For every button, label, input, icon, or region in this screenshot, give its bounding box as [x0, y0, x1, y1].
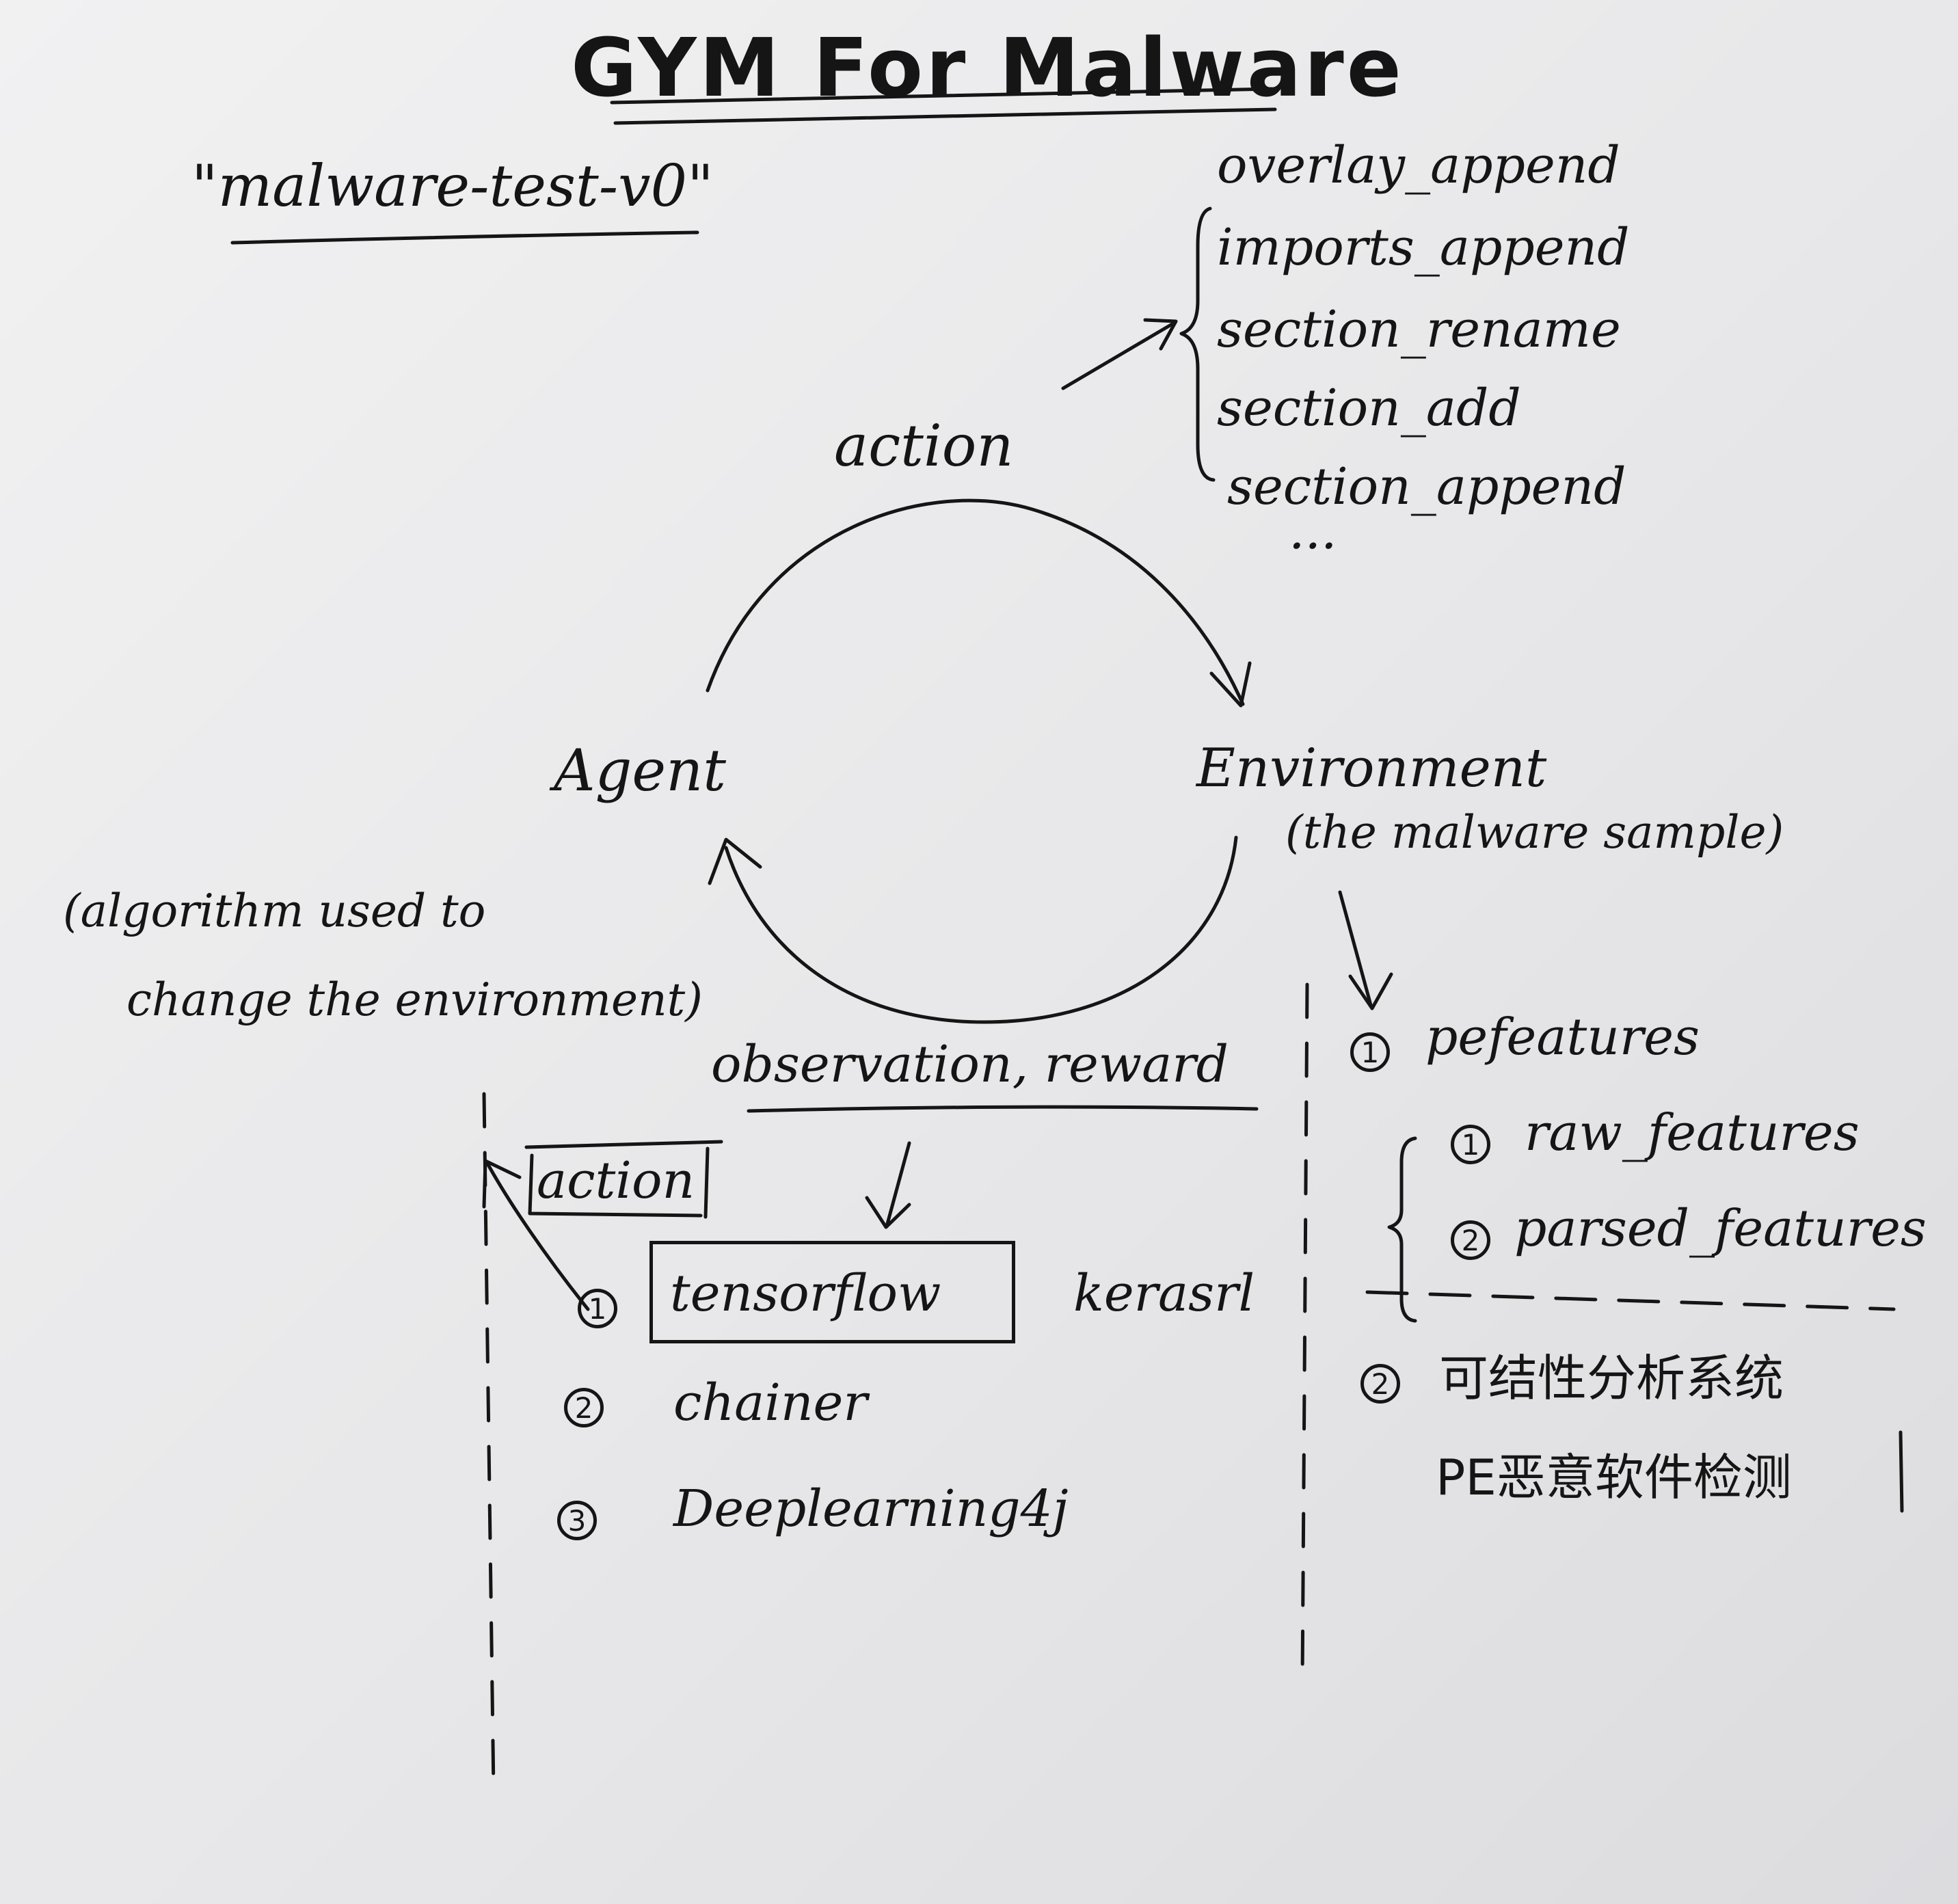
chinese-bracket — [1899, 1430, 1904, 1513]
title-underline-1 — [610, 87, 1274, 105]
arrow-to-frameworks-head — [865, 1196, 911, 1229]
actions-ellipsis: ... — [1289, 502, 1337, 561]
framework-name: chainer — [673, 1373, 868, 1432]
action-label-bracket — [524, 1140, 723, 1219]
environment-note: (the malware sample) — [1285, 806, 1784, 859]
framework-name: tensorflow — [670, 1264, 941, 1323]
feature-number: 2 — [1360, 1364, 1400, 1404]
arrow-to-actions-head — [1143, 318, 1178, 351]
action-item: section_append — [1227, 457, 1626, 516]
action-item: section_rename — [1217, 300, 1621, 359]
middle-dashed-axis — [1300, 982, 1309, 1684]
agent-note-line-1: (algorithm used to — [63, 885, 486, 937]
action-label: action — [834, 412, 1014, 479]
framework-name: Deeplearning4j — [673, 1479, 1069, 1538]
arrow-back-action — [485, 1160, 590, 1311]
actions-brace — [1179, 206, 1216, 482]
action-item: overlay_append — [1217, 136, 1620, 195]
arrow-to-actions — [1061, 321, 1177, 390]
left-dashed-axis — [482, 1092, 496, 1793]
arc-action-head — [1209, 661, 1252, 708]
subfeature-number: 1 — [1451, 1125, 1490, 1164]
feature-chinese-line-1: 可结性分析系统 — [1439, 1350, 1784, 1407]
subfeature-name: raw_features — [1525, 1103, 1860, 1162]
framework-number: 2 — [564, 1388, 604, 1427]
feature-chinese-line-2: PE恶意软件检测 — [1436, 1449, 1792, 1506]
arrow-to-pefeatures — [1338, 890, 1373, 1007]
arc-observation-head — [708, 837, 762, 885]
framework-number: 1 — [578, 1289, 617, 1328]
agent-label: Agent — [554, 737, 726, 804]
arrow-to-pefeatures-head — [1348, 972, 1393, 1010]
title-underline-2 — [613, 107, 1277, 125]
features-dashed-separator — [1365, 1290, 1896, 1311]
env-id-underline — [230, 230, 699, 245]
arrow-to-frameworks — [885, 1141, 911, 1226]
observation-reward-label: observation, reward — [711, 1035, 1229, 1094]
subfeature-number: 2 — [1451, 1220, 1490, 1260]
agent-action-label: action — [537, 1151, 695, 1210]
tensorflow-box — [649, 1241, 1015, 1343]
framework-number: 3 — [557, 1501, 597, 1540]
env-id-label: "malware-test-v0" — [191, 152, 714, 219]
action-item: imports_append — [1217, 218, 1630, 277]
agent-note-line-2: change the environment) — [126, 974, 703, 1026]
observation-underline — [747, 1105, 1259, 1113]
feature-name: pefeatures — [1425, 1008, 1700, 1067]
features-brace — [1387, 1136, 1417, 1323]
feature-number: 1 — [1350, 1032, 1390, 1072]
page-title: GYM For Malware — [571, 21, 1404, 115]
arc-observation — [724, 835, 1238, 1024]
environment-label: Environment — [1196, 738, 1547, 799]
frameworks-extra: kerasrl — [1073, 1264, 1255, 1323]
arc-action — [706, 498, 1245, 706]
action-item: section_add — [1217, 379, 1521, 438]
subfeature-name: parsed_features — [1514, 1199, 1927, 1258]
